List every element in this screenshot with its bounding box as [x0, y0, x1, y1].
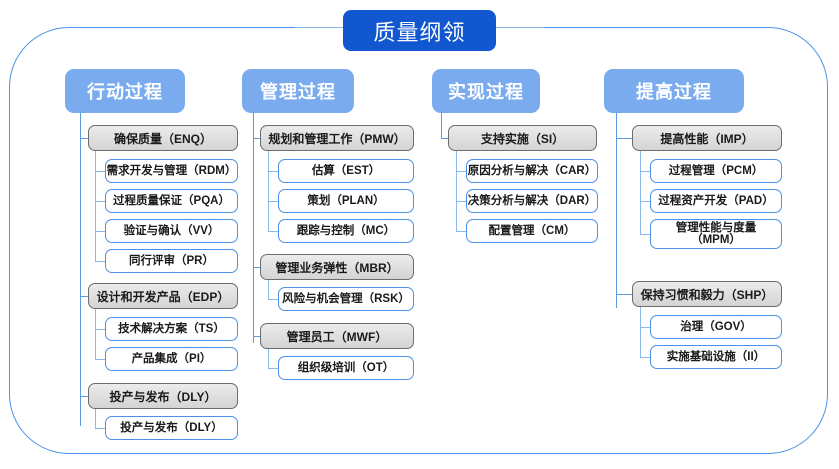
connector-leaf-4-1-2	[640, 201, 651, 203]
column-spine-2	[253, 113, 255, 343]
leaf-box-pqa[interactable]: 过程质量保证（PQA）	[105, 189, 238, 213]
title-rule-left	[295, 27, 345, 29]
group-box-mwf[interactable]: 管理员工（MWF）	[260, 323, 414, 349]
connector-leaf-2-1-2	[268, 201, 279, 203]
group-box-imp[interactable]: 提高性能（IMP）	[632, 125, 782, 151]
leaf-box-pi[interactable]: 产品集成（PI）	[105, 347, 238, 371]
connector-leaf-1-2-2	[95, 359, 106, 361]
connector-leaf-4-2-2	[640, 357, 651, 359]
group-box-mbr[interactable]: 管理业务弹性（MBR）	[260, 254, 414, 280]
connector-group-1-1	[80, 138, 89, 140]
column-spine-3	[441, 113, 443, 138]
leaf-box-pad[interactable]: 过程资产开发（PAD）	[650, 189, 782, 213]
connector-leaf-2-1-3	[268, 231, 279, 233]
child-spine-1-3	[95, 409, 97, 429]
leaf-box-plan[interactable]: 策划（PLAN）	[278, 189, 414, 213]
column-spine-1	[80, 113, 82, 426]
child-spine-3-1	[456, 151, 458, 232]
child-spine-2-1b	[268, 211, 270, 232]
connector-leaf-1-2-1	[95, 329, 106, 331]
group-box-si[interactable]: 支持实施（SI）	[448, 125, 597, 151]
leaf-box-est[interactable]: 估算（EST）	[278, 159, 414, 183]
title-rule-right	[494, 27, 544, 29]
connector-leaf-1-1-4	[95, 261, 106, 263]
leaf-box-dar[interactable]: 决策分析与解决（DAR）	[466, 189, 598, 213]
connector-leaf-2-3-1	[268, 368, 279, 370]
connector-leaf-3-1-3	[456, 231, 467, 233]
child-spine-1-1b	[95, 241, 97, 262]
group-box-dly[interactable]: 投产与发布（DLY）	[88, 383, 238, 409]
group-box-shp[interactable]: 保持习惯和毅力（SHP）	[632, 281, 782, 307]
child-spine-2-3	[268, 349, 270, 369]
connector-leaf-1-1-3	[95, 231, 106, 233]
connector-leaf-4-1-3	[640, 234, 651, 236]
child-spine-2-1	[268, 151, 270, 211]
connector-group-2-1	[253, 138, 261, 140]
leaf-box-pr[interactable]: 同行评审（PR）	[105, 249, 238, 273]
child-spine-2-2	[268, 280, 270, 300]
connector-group-3-1	[441, 138, 449, 140]
column-header-3[interactable]: 实现过程	[432, 69, 540, 113]
leaf-box-dly-child[interactable]: 投产与发布（DLY）	[105, 416, 238, 440]
leaf-box-vv[interactable]: 验证与确认（VV）	[105, 219, 238, 243]
column-header-1[interactable]: 行动过程	[65, 69, 185, 113]
leaf-box-car[interactable]: 原因分析与解决（CAR）	[466, 159, 598, 183]
connector-leaf-1-1-1	[95, 171, 106, 173]
connector-group-2-2	[253, 267, 261, 269]
leaf-box-cm[interactable]: 配置管理（CM）	[466, 219, 598, 243]
child-spine-4-2	[640, 307, 642, 357]
group-box-enq[interactable]: 确保质量（ENQ）	[88, 125, 238, 151]
column-spine-4	[616, 113, 618, 308]
leaf-box-rsk[interactable]: 风险与机会管理（RSK）	[278, 287, 414, 311]
connector-leaf-3-1-1	[456, 171, 467, 173]
leaf-box-rdm[interactable]: 需求开发与管理（RDM）	[105, 159, 238, 183]
connector-leaf-3-1-2	[456, 201, 467, 203]
child-spine-1-1	[95, 151, 97, 241]
connector-group-4-1	[616, 138, 633, 140]
connector-group-1-3	[80, 396, 89, 398]
child-spine-4-1	[640, 151, 642, 235]
column-header-4[interactable]: 提高过程	[604, 69, 744, 113]
leaf-box-pcm[interactable]: 过程管理（PCM）	[650, 159, 782, 183]
child-spine-1-2	[95, 309, 97, 359]
connector-group-2-3	[253, 336, 261, 338]
connector-group-1-2	[80, 296, 89, 298]
group-box-edp[interactable]: 设计和开发产品（EDP）	[88, 283, 238, 309]
connector-leaf-4-2-1	[640, 327, 651, 329]
connector-leaf-4-1-1	[640, 171, 651, 173]
column-header-2[interactable]: 管理过程	[242, 69, 354, 113]
diagram-title: 质量纲领	[343, 10, 496, 51]
leaf-box-ii[interactable]: 实施基础设施（II）	[650, 345, 782, 369]
leaf-box-mc[interactable]: 跟踪与控制（MC）	[278, 219, 414, 243]
connector-leaf-2-2-1	[268, 299, 279, 301]
leaf-box-gov[interactable]: 治理（GOV）	[650, 315, 782, 339]
connector-leaf-2-1-1	[268, 171, 279, 173]
connector-group-4-2	[616, 294, 633, 296]
connector-leaf-1-3-1	[95, 428, 106, 430]
group-box-pmw[interactable]: 规划和管理工作（PMW）	[260, 125, 414, 151]
leaf-box-mpm[interactable]: 管理性能与度量 （MPM）	[650, 219, 782, 249]
leaf-box-ot[interactable]: 组织级培训（OT）	[278, 356, 414, 380]
connector-leaf-1-1-2	[95, 201, 106, 203]
leaf-box-ts[interactable]: 技术解决方案（TS）	[105, 317, 238, 341]
